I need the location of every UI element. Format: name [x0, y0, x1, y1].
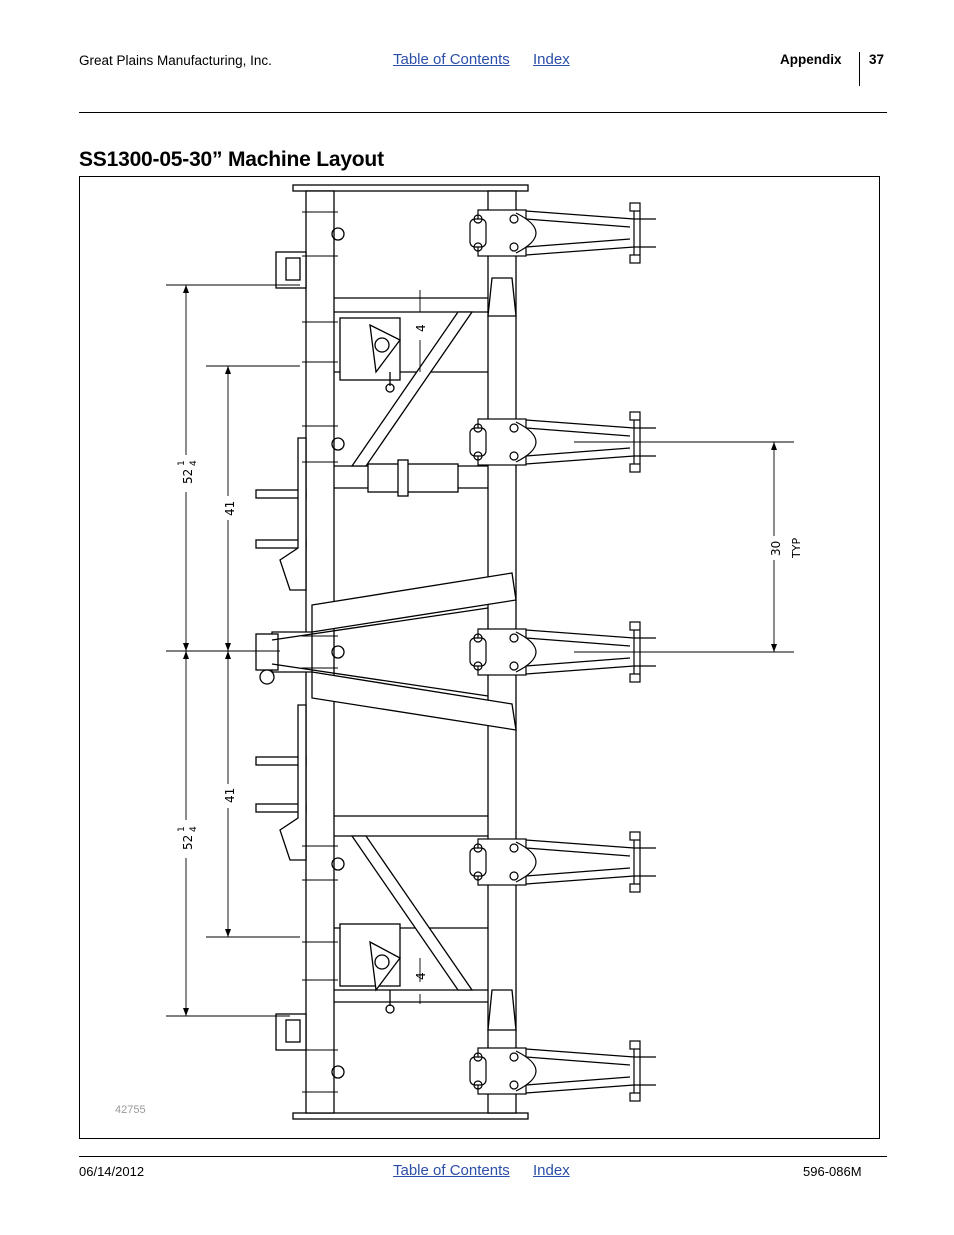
- dim-spacing-value: 30: [769, 541, 783, 556]
- header-toc-label: Table of Contents: [393, 51, 510, 68]
- footer-index-label: Index: [533, 1162, 570, 1179]
- figure-reference-number: 42755: [115, 1104, 146, 1116]
- header-rule: [79, 112, 887, 113]
- company-name: Great Plains Manufacturing, Inc.: [79, 53, 272, 68]
- dim-top-fraction-den: 4: [189, 460, 199, 466]
- page-title: SS1300-05-30” Machine Layout: [79, 148, 384, 171]
- footer-toc-link[interactable]: Table of Contents: [393, 1162, 510, 1179]
- dim-top-fraction-num: 1: [177, 460, 187, 466]
- shank-rows: [469, 202, 656, 1102]
- header-toc-link[interactable]: Table of Contents: [393, 51, 510, 68]
- page-number: 37: [869, 52, 885, 67]
- machine-layout-drawing: 52 1 4 52 1 4 41 41 4 4 30 TYP 42755: [115, 184, 803, 1120]
- shank-assembly: [469, 411, 656, 473]
- footer-date: 06/14/2012: [79, 1164, 145, 1179]
- shank-assembly: [469, 831, 656, 893]
- footer-index-link[interactable]: Index: [533, 1162, 570, 1179]
- dim-spacing-note: TYP: [790, 538, 803, 559]
- footer-rule: [79, 1156, 887, 1157]
- figure-frame: [79, 176, 880, 1139]
- shank-assembly: [469, 621, 656, 683]
- dim-bottom-fraction-num: 1: [177, 826, 187, 832]
- shank-assembly: [469, 202, 656, 264]
- dim-offset-top-value: 4: [414, 324, 428, 332]
- shank-assembly: [469, 1040, 656, 1102]
- footer-doc-number: 596-086M: [803, 1164, 862, 1179]
- dimension-labels: 52 1 4 52 1 4 41 41 4 4 30 TYP: [177, 324, 803, 980]
- header-index-label: Index: [533, 51, 570, 68]
- dim-bottom-fraction-den: 4: [189, 826, 199, 832]
- dim-overall-bottom-value: 52: [181, 835, 195, 850]
- dim-offset-bottom-value: 4: [414, 972, 428, 980]
- footer-toc-label: Table of Contents: [393, 1162, 510, 1179]
- section-name: Appendix: [780, 52, 842, 67]
- header-index-link[interactable]: Index: [533, 51, 570, 68]
- dim-inner-bottom-value: 41: [223, 788, 237, 803]
- dim-inner-top-value: 41: [223, 501, 237, 516]
- dim-overall-top-value: 52: [181, 469, 195, 484]
- header-divider: [859, 52, 860, 86]
